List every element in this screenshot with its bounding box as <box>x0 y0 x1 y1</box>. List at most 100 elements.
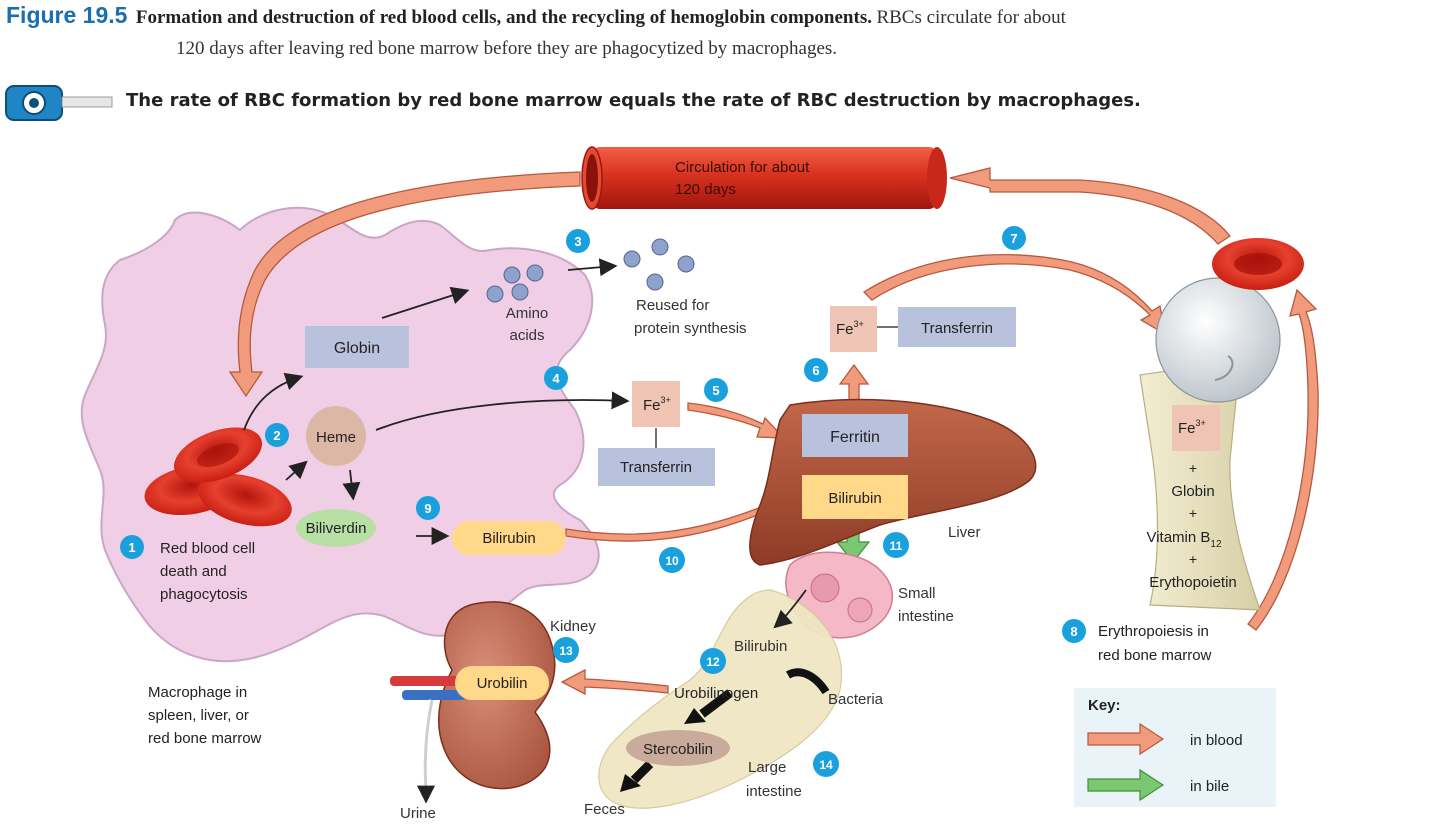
svg-text:+: + <box>1189 551 1197 567</box>
legend-key: Key: in blood in bile <box>1074 688 1276 807</box>
pathway-arrows <box>243 258 807 629</box>
svg-text:+: + <box>1189 460 1197 476</box>
rbc-death-label-3: phagocytosis <box>160 586 248 603</box>
kidney-label: Kidney <box>550 618 596 635</box>
key-bile-arrow <box>1087 768 1165 802</box>
svg-text:2: 2 <box>273 428 280 443</box>
small-intestine-label-1: Small <box>898 585 936 602</box>
step-badges: 1 2 3 4 5 6 7 8 9 10 11 12 13 14 <box>120 226 1086 777</box>
bilirubin-label-liver: Bilirubin <box>828 490 881 507</box>
amino-acid-dots <box>486 238 695 303</box>
liver-label: Liver <box>948 524 981 541</box>
amino-acids-label-1: Amino <box>506 305 549 322</box>
globin-box <box>305 326 409 368</box>
fe-box-blood <box>632 381 680 427</box>
marrow-vitamin-label: Vitamin B12 <box>1146 529 1221 550</box>
svg-text:Fe3+: Fe3+ <box>836 319 864 338</box>
rbc-death-label-2: death and <box>160 563 227 580</box>
bilirubin-box-liver <box>802 475 908 519</box>
heme-label: Heme <box>316 429 356 446</box>
fe-label-marrow: Fe <box>1178 420 1196 437</box>
svg-text:1: 1 <box>128 540 135 555</box>
circulation-label-2: 120 days <box>675 181 736 198</box>
blood-vessel: Circulation for about 120 days <box>581 146 947 210</box>
svg-text:Fe3+: Fe3+ <box>1178 418 1206 437</box>
svg-text:+: + <box>1189 505 1197 521</box>
fe-label-liver: Fe <box>836 321 854 338</box>
svg-text:5: 5 <box>712 383 719 398</box>
marrow-ingredients: + Globin + Vitamin B12 + Erythopoietin <box>1146 460 1236 591</box>
transferrin-label-blood: Transferrin <box>620 459 692 476</box>
globin-label: Globin <box>334 340 380 357</box>
figure-header: Figure 19.5 Formation and destruction of… <box>6 2 1434 29</box>
fe-box-marrow <box>1172 405 1220 451</box>
svg-text:9: 9 <box>424 501 431 516</box>
large-intestine-label-1: Large <box>748 759 786 776</box>
summary-text: The rate of RBC formation by red bone ma… <box>126 90 1141 111</box>
reused-label-2: protein synthesis <box>634 320 747 337</box>
urobilinogen-label: Urobilinogen <box>674 685 758 702</box>
rbc-marrow <box>1212 238 1304 290</box>
rbc-recycling-diagram: Circulation for about 120 days <box>80 146 1319 822</box>
arrow-erythropoiesis-to-rbc <box>1247 288 1319 631</box>
bone-marrow <box>1139 277 1281 611</box>
urobilin-oval <box>455 666 549 700</box>
svg-text:Fe3+: Fe3+ <box>643 395 671 414</box>
svg-text:10: 10 <box>665 554 679 568</box>
biliverdin-oval <box>296 509 376 547</box>
step-badge-8 <box>1062 619 1086 643</box>
transferrin-box-liver <box>898 307 1016 347</box>
biliverdin-label: Biliverdin <box>306 520 367 537</box>
urobilin-label: Urobilin <box>477 675 528 692</box>
step-badge-3 <box>566 229 590 253</box>
bacteria-arrow <box>785 668 830 695</box>
ferritin-box <box>802 414 908 457</box>
reused-label-1: Reused for <box>636 297 709 314</box>
svg-text:14: 14 <box>819 758 833 772</box>
svg-text:7: 7 <box>1010 231 1017 246</box>
erythropoiesis-label-2: red bone marrow <box>1098 647 1212 664</box>
arrow-circulation-to-macrophage <box>228 171 581 398</box>
figure-caption-1: RBCs circulate for about <box>876 7 1066 28</box>
heme-circle <box>306 406 366 466</box>
stercobilin-oval <box>626 730 730 766</box>
focus-figure-icon <box>5 85 113 121</box>
step-badge-11 <box>883 532 909 558</box>
fe-label-blood: Fe <box>643 397 661 414</box>
step-badge-13 <box>553 637 579 663</box>
step-badge-6 <box>804 358 828 382</box>
figure-label: Figure 19.5 <box>6 2 128 28</box>
key-blood-arrow <box>1087 722 1165 756</box>
step-badge-1 <box>120 535 144 559</box>
arrow-urobilinogen-stercobilin <box>699 689 733 718</box>
urine-label: Urine <box>400 805 436 822</box>
svg-text:3: 3 <box>574 234 581 249</box>
bilirubin-label-macrophage: Bilirubin <box>482 530 535 547</box>
macrophage-label-2: spleen, liver, or <box>148 707 249 724</box>
key-bile-label: in bile <box>1190 778 1229 795</box>
arrow-fe-to-liver <box>687 402 786 439</box>
amino-acids-label-2: acids <box>509 327 544 344</box>
fe-box-liver <box>830 306 877 352</box>
small-intestine-label-2: intestine <box>898 608 954 625</box>
key-title: Key: <box>1088 697 1121 714</box>
step-badge-5 <box>704 378 728 402</box>
svg-text:8: 8 <box>1070 624 1077 639</box>
transferrin-label-liver: Transferrin <box>921 320 993 337</box>
step-badge-4 <box>544 366 568 390</box>
arrow-stercobilin-feces <box>630 760 654 784</box>
svg-text:4: 4 <box>552 371 560 386</box>
key-blood-label: in blood <box>1190 732 1243 749</box>
step-badge-12 <box>700 648 726 674</box>
macrophage-label-1: Macrophage in <box>148 684 247 701</box>
figure-caption-2: 120 days after leaving red bone marrow b… <box>176 38 838 59</box>
erythropoiesis-label-1: Erythropoiesis in <box>1098 623 1209 640</box>
blood-arrows <box>228 167 1319 696</box>
rbc-death-label-1: Red blood cell <box>160 540 255 557</box>
ferritin-label: Ferritin <box>830 429 880 446</box>
arrow-urobilinogen-to-kidney <box>560 668 669 696</box>
rbc-cluster <box>144 427 292 527</box>
arrow-rbc-to-circulation <box>949 167 1231 245</box>
marrow-epo-label: Erythopoietin <box>1149 574 1237 591</box>
bilirubin-oval-macrophage <box>452 521 566 555</box>
